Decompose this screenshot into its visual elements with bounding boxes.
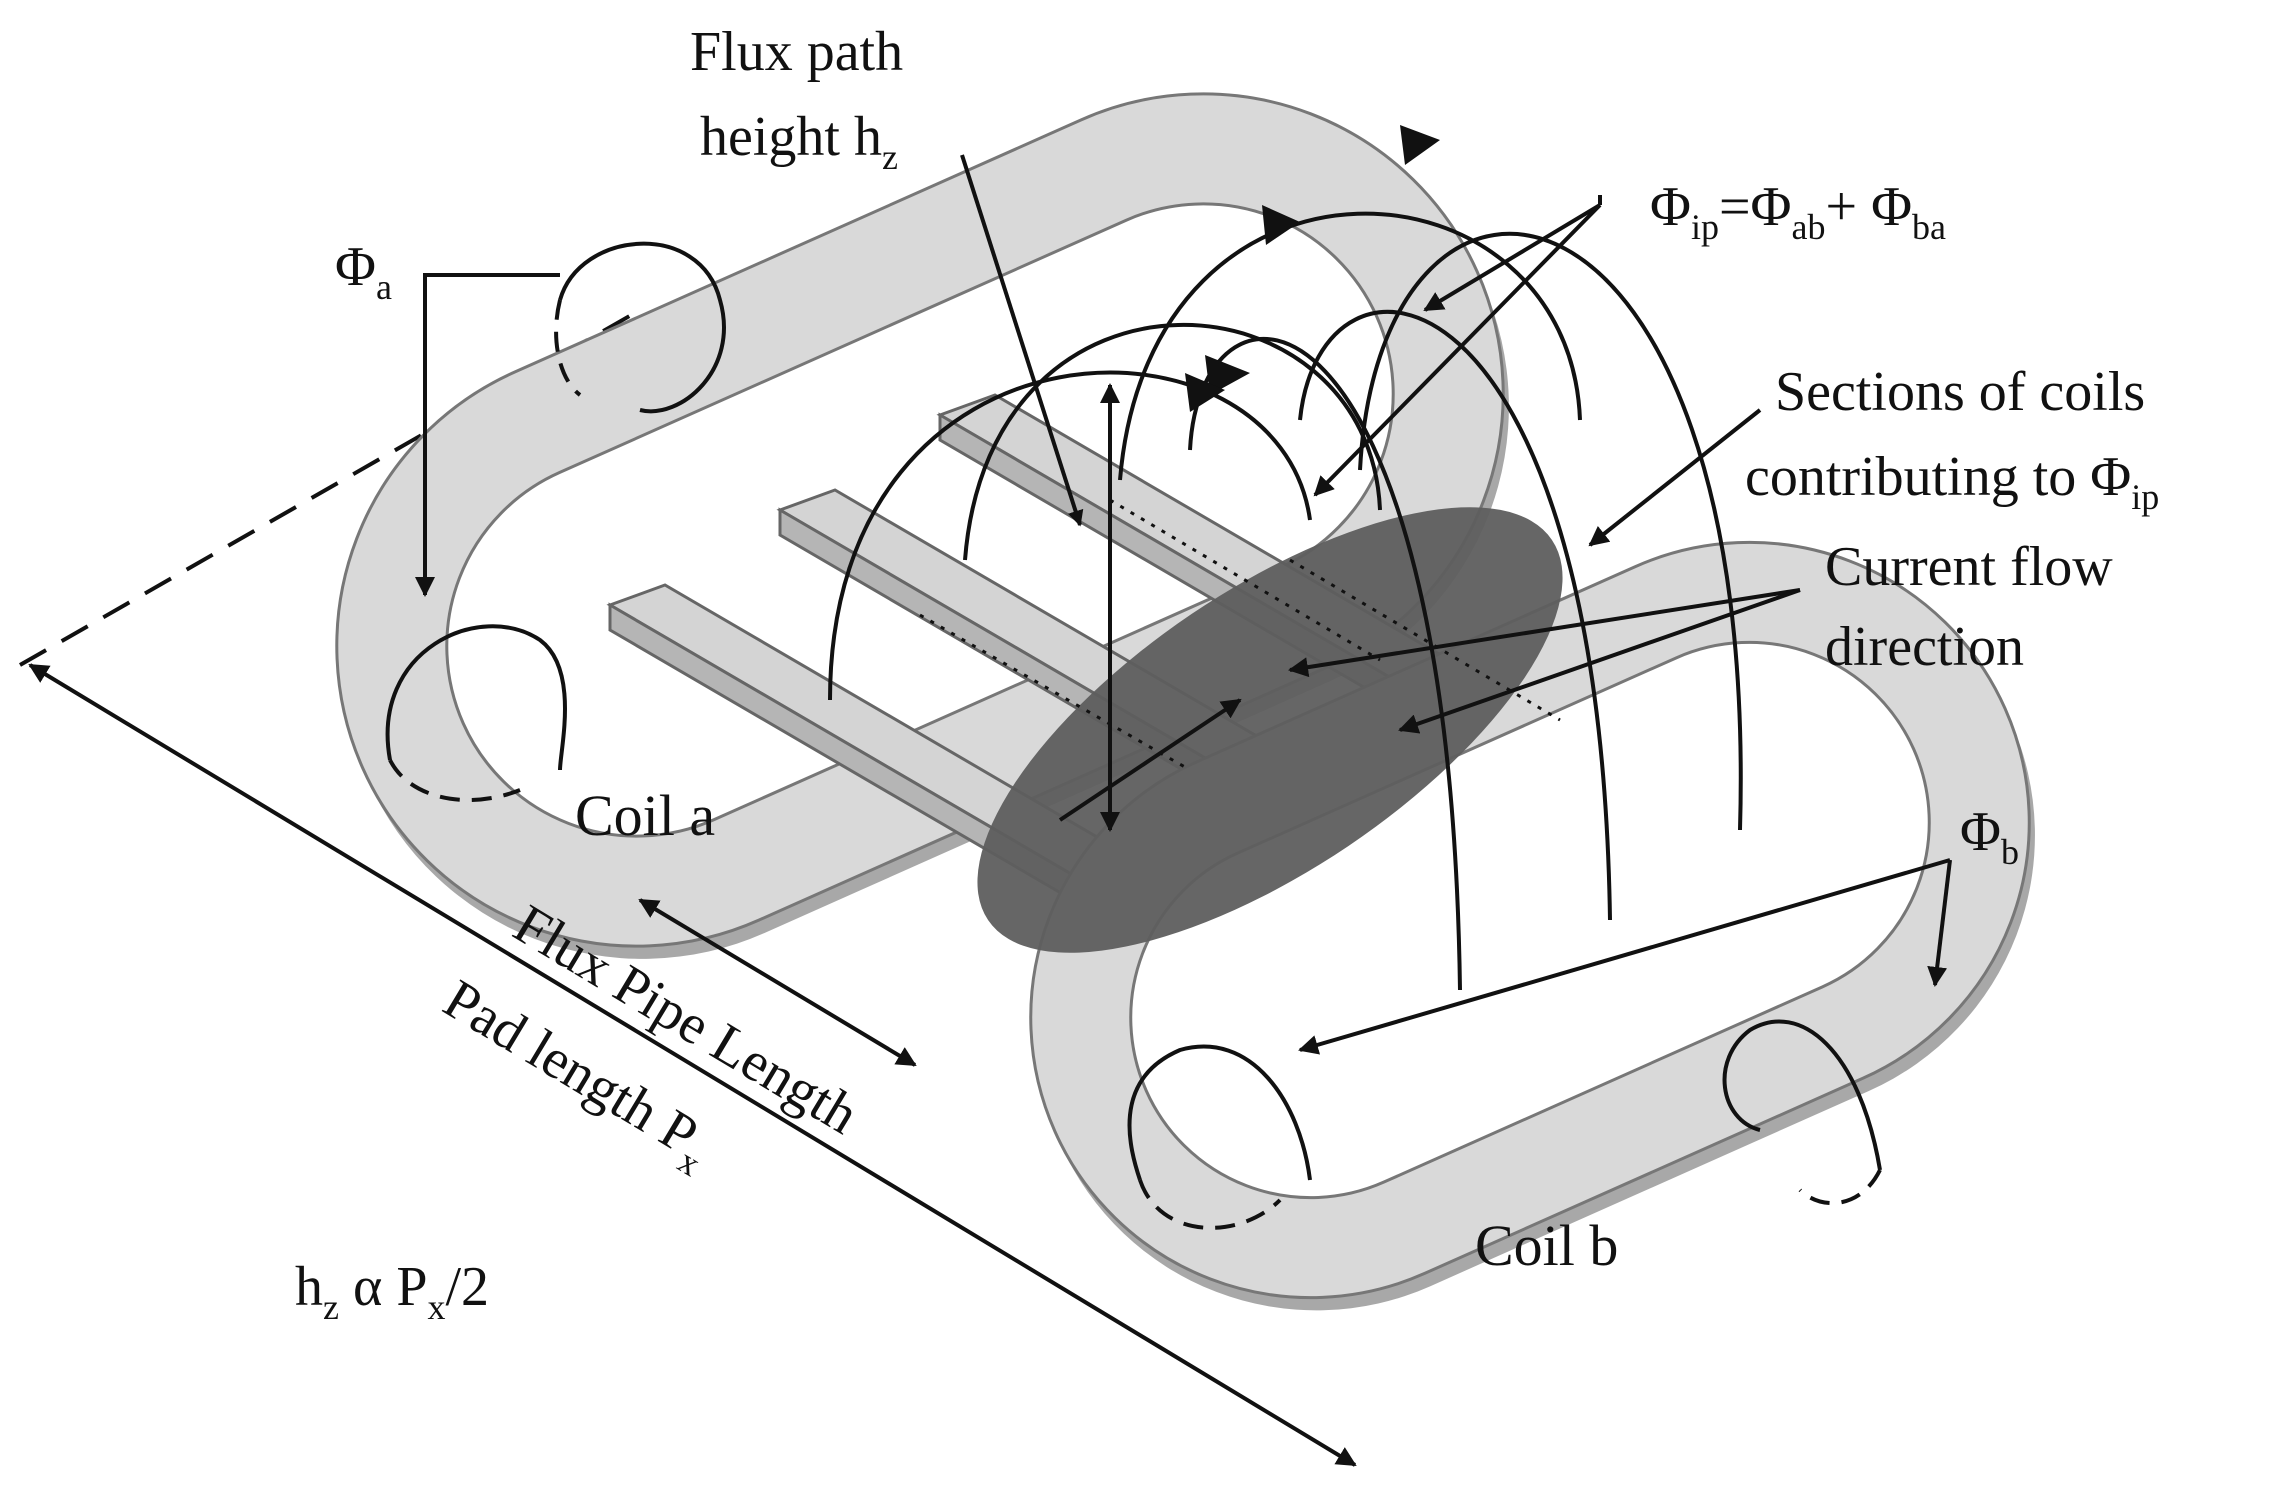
relation-label: hz α Px/2: [295, 1256, 489, 1327]
sections-label-line2: contributing to Φip: [1745, 446, 2159, 517]
flux-path-label-line2: height hz: [700, 106, 898, 177]
sections-pointer: [1588, 408, 1762, 547]
phi-ip-equation: Φip=Φab+ Φba: [1650, 176, 1946, 247]
phi-a-pointer: [415, 273, 560, 597]
flux-path-label-line1: Flux path: [690, 21, 903, 83]
loop-b-right: [1722, 1019, 1882, 1171]
phi-b-pointers: [1298, 858, 1952, 1055]
flux-arcs: [828, 211, 1743, 991]
phi-b-label: Φb: [1960, 801, 2019, 872]
flux-path-pointer: [960, 154, 1084, 527]
phi-ip-pointers: [1313, 195, 1602, 497]
coil-a-label: Coil a: [575, 783, 715, 848]
pad-length-arrow: [28, 663, 1357, 1467]
current-flow-label-line2: direction: [1825, 616, 2024, 678]
coil-b-label: Coil b: [1475, 1213, 1618, 1278]
loop-a-top: [558, 241, 726, 414]
flux-arc-arrowheads: [1185, 125, 1440, 412]
phi-a-label: Φa: [335, 236, 392, 307]
current-dotted-lines: [919, 498, 1561, 772]
current-flow-label-line1: Current flow: [1825, 536, 2113, 598]
sections-label-line1: Sections of coils: [1775, 361, 2145, 423]
